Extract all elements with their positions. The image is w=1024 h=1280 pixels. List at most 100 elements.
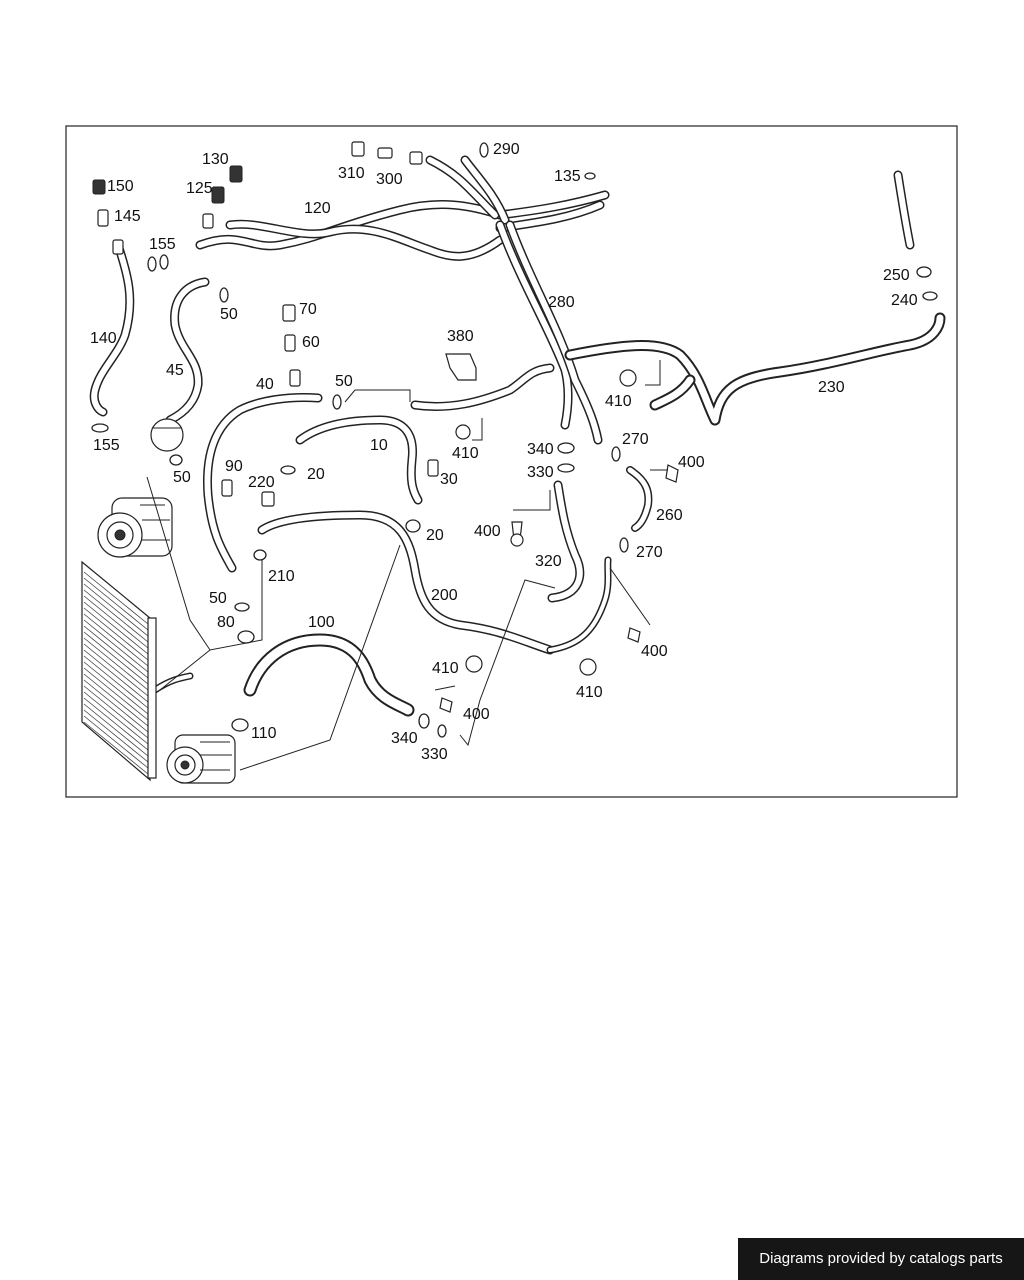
clip-380: [445, 353, 477, 381]
compressor-upper: [97, 497, 173, 558]
condenser-fin: [83, 601, 149, 655]
condenser-fin: [83, 673, 149, 727]
hose-320: [547, 480, 585, 603]
condenser-fin: [83, 697, 149, 751]
callout-100: 100: [308, 614, 335, 631]
callout-200: 200: [431, 587, 458, 604]
hose-140: [89, 240, 135, 417]
condenser-fin: [83, 583, 149, 637]
condenser-fin: [83, 715, 149, 769]
nuts-410: [455, 369, 637, 676]
callout-210: 210: [268, 568, 295, 585]
condenser-fin: [83, 709, 149, 763]
callout-330-b: 330: [421, 746, 448, 763]
callout-155: 155: [149, 236, 176, 253]
callout-310: 310: [338, 165, 365, 182]
callout-20-b: 20: [426, 527, 444, 544]
callout-330-a: 330: [527, 464, 554, 481]
callout-400-d: 400: [641, 643, 668, 660]
callout-340-a: 340: [527, 441, 554, 458]
hose-135: [495, 190, 610, 233]
callout-270-a: 270: [622, 431, 649, 448]
condenser-fin: [83, 589, 149, 643]
callout-270-b: 270: [636, 544, 663, 561]
callout-70: 70: [299, 301, 317, 318]
callout-60: 60: [302, 334, 320, 351]
hose-230: [564, 312, 946, 426]
callout-130: 130: [202, 151, 229, 168]
credit-banner: Diagrams provided by catalogs parts: [738, 1238, 1024, 1280]
hose-120: [195, 200, 505, 261]
bolts: [439, 464, 679, 713]
callout-400-a: 400: [678, 454, 705, 471]
condenser-fin: [83, 631, 149, 685]
callout-30: 30: [440, 471, 458, 488]
callout-400-b: 400: [474, 523, 501, 540]
hose-45: [165, 277, 210, 425]
condenser-fin: [83, 685, 149, 739]
condenser-fin: [83, 607, 149, 661]
callout-80: 80: [217, 614, 235, 631]
hose-240: [893, 170, 915, 250]
compressor-lower: [166, 734, 236, 784]
bolt-400-right: 400: [641, 643, 668, 660]
callout-140: 140: [90, 330, 117, 347]
callout-380: 380: [447, 328, 474, 345]
callout-135: 135: [554, 168, 581, 185]
callout-280: 280: [548, 294, 575, 311]
callout-20-a: 20: [307, 466, 325, 483]
callout-155-b: 155: [93, 437, 120, 454]
condenser-fin: [83, 661, 149, 715]
condenser-fin: [83, 721, 149, 775]
callout-125: 125: [186, 180, 213, 197]
callout-290: 290: [493, 141, 520, 158]
callout-250: 250: [883, 267, 910, 284]
hose-260: [626, 466, 653, 532]
callout-230: 230: [818, 379, 845, 396]
connector-caps: [92, 141, 439, 507]
condenser-fin: [83, 595, 149, 649]
callout-260: 260: [656, 507, 683, 524]
hose-280: [495, 220, 603, 445]
callout-410-a: 410: [605, 393, 632, 410]
callout-400-c: 400: [463, 706, 490, 723]
condenser-fin: [83, 625, 149, 679]
hose-50-upper: [410, 363, 555, 412]
hose-40: [203, 393, 323, 573]
callout-410-c: 410: [432, 660, 459, 677]
leader-lines: [146, 360, 668, 771]
callout-410-b: 410: [452, 445, 479, 462]
hose-10: [295, 415, 423, 505]
condenser-fin: [83, 637, 149, 691]
o-rings: [91, 142, 938, 738]
callout-120: 120: [304, 200, 331, 217]
condenser-fin: [83, 691, 149, 745]
callout-50-a: 50: [220, 306, 238, 323]
callout-90: 90: [225, 458, 243, 475]
hose-200: [257, 510, 612, 655]
condenser-fin: [83, 655, 149, 709]
condenser-fin: [83, 613, 149, 667]
condenser-fin: [83, 643, 149, 697]
hose-100: [243, 633, 415, 717]
condenser-fin: [83, 649, 149, 703]
receiver-drier: [150, 418, 184, 452]
callout-320: 320: [535, 553, 562, 570]
callout-40: 40: [256, 376, 274, 393]
condenser-fin: [83, 571, 149, 625]
callout-410-d: 410: [576, 684, 603, 701]
callout-240: 240: [891, 292, 918, 309]
callout-340-b: 340: [391, 730, 418, 747]
callout-110: 110: [251, 725, 277, 742]
callout-45: 45: [166, 362, 184, 379]
condenser: [81, 560, 157, 782]
condenser-fin: [83, 619, 149, 673]
condenser-fin: [83, 703, 149, 757]
callout-50-d: 50: [209, 590, 227, 607]
callout-50-b: 50: [335, 373, 353, 390]
condenser-fin: [83, 679, 149, 733]
condenser-fin: [83, 667, 149, 721]
diagram-frame: [65, 125, 958, 798]
callout-300: 300: [376, 171, 403, 188]
